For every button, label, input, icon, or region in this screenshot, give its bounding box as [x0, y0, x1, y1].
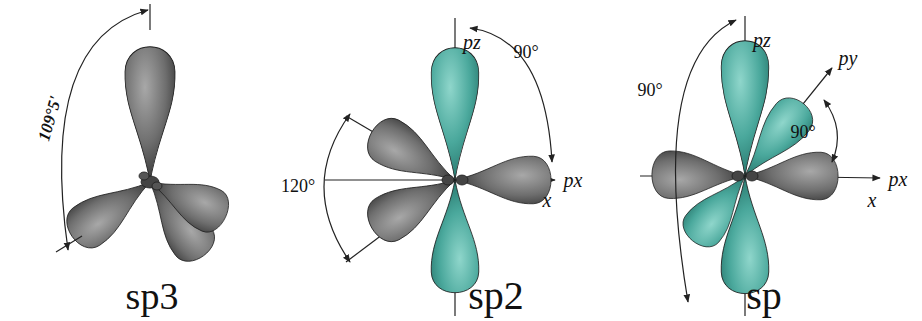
angle-arc: [62, 10, 148, 250]
angle-arc: [324, 114, 350, 262]
axis-label: pz: [753, 30, 771, 50]
angle-label: 120°: [281, 177, 315, 195]
sp3-hybrid: [59, 4, 235, 269]
angle-arc: [824, 100, 837, 162]
axis-label: px: [564, 170, 583, 190]
angle-label: 90°: [637, 81, 662, 99]
axis-label: px: [889, 169, 908, 189]
angle-arc: [676, 20, 737, 302]
angle-label: 90°: [513, 43, 538, 61]
axis-label: x: [868, 190, 877, 210]
sp-hybrid: [640, 16, 880, 316]
hybrid-caption: sp2: [468, 276, 524, 316]
angle-label: 109°5': [36, 94, 65, 142]
angle-arc: [470, 28, 552, 162]
axis-label: x: [543, 190, 552, 210]
hybrid-caption: sp: [746, 276, 782, 316]
axis-label: pz: [463, 32, 481, 52]
axis-label: py: [839, 48, 858, 68]
sp2-hybrid: [325, 18, 555, 316]
angle-label: 90°: [790, 123, 815, 141]
hybrid-caption: sp3: [126, 277, 179, 315]
